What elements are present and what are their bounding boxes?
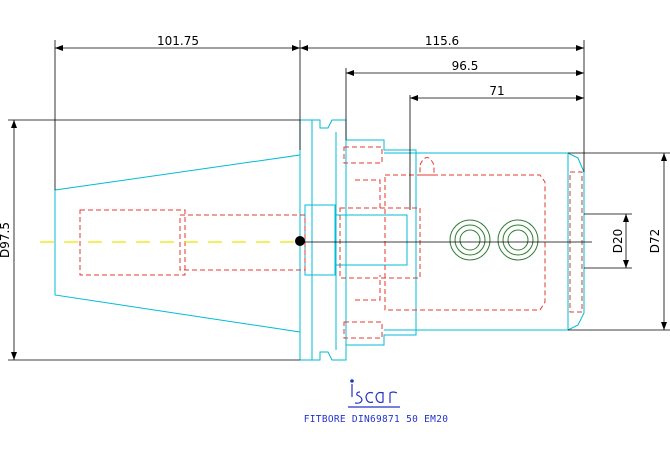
screw-outer-1 [449,219,491,261]
flange-keys [355,179,381,301]
coolant-channel [179,214,306,271]
shank-bore [334,214,408,266]
dim-bore-diameter: D20 [611,229,625,254]
flange [299,119,347,361]
arrow [623,260,629,268]
taper-shank [54,154,301,333]
bore-insert [304,204,336,276]
dim-length-115: 115.6 [425,34,459,48]
body-cavity [384,174,546,311]
dimension-lines: 101.75 115.6 96.5 71 D97.5 D20 [0,34,670,361]
arrow [11,120,17,128]
screw-hex-2 [507,229,529,251]
dim-length-71: 71 [489,84,504,98]
clamping-screws [449,219,539,261]
screw-inner-1 [454,224,486,256]
body [384,152,585,331]
dim-body-diameter: D72 [648,229,662,254]
arrow [300,45,308,51]
dim-length-96: 96.5 [452,59,479,73]
arrow [292,45,300,51]
arrow [410,95,418,101]
arrow [661,153,667,161]
screw-inner-2 [502,224,534,256]
screw-outer-2 [497,219,539,261]
collar [345,139,417,346]
brand-block: FITBORE DIN69871 50 EM20 [304,379,448,425]
drive-slot-bottom [343,321,383,339]
arrow [55,45,63,51]
iscar-logo [348,379,400,408]
arrow [11,352,17,360]
dim-total-length: 101.75 [157,34,199,48]
dim-flange-diameter: D97.5 [0,222,12,258]
arrow [576,45,584,51]
arrow [576,70,584,76]
arrow [623,214,629,222]
screw-hex-1 [459,229,481,251]
tool-outline [54,119,585,361]
hidden-features [79,146,583,339]
gauge-point [295,236,305,246]
arrow [346,70,354,76]
arrow [661,322,667,330]
inner-bore [339,207,421,279]
drive-slot-top [343,146,383,164]
caption-title: FITBORE DIN69871 50 EM20 [304,414,448,425]
arrow [576,95,584,101]
coolant-plug [419,157,435,176]
